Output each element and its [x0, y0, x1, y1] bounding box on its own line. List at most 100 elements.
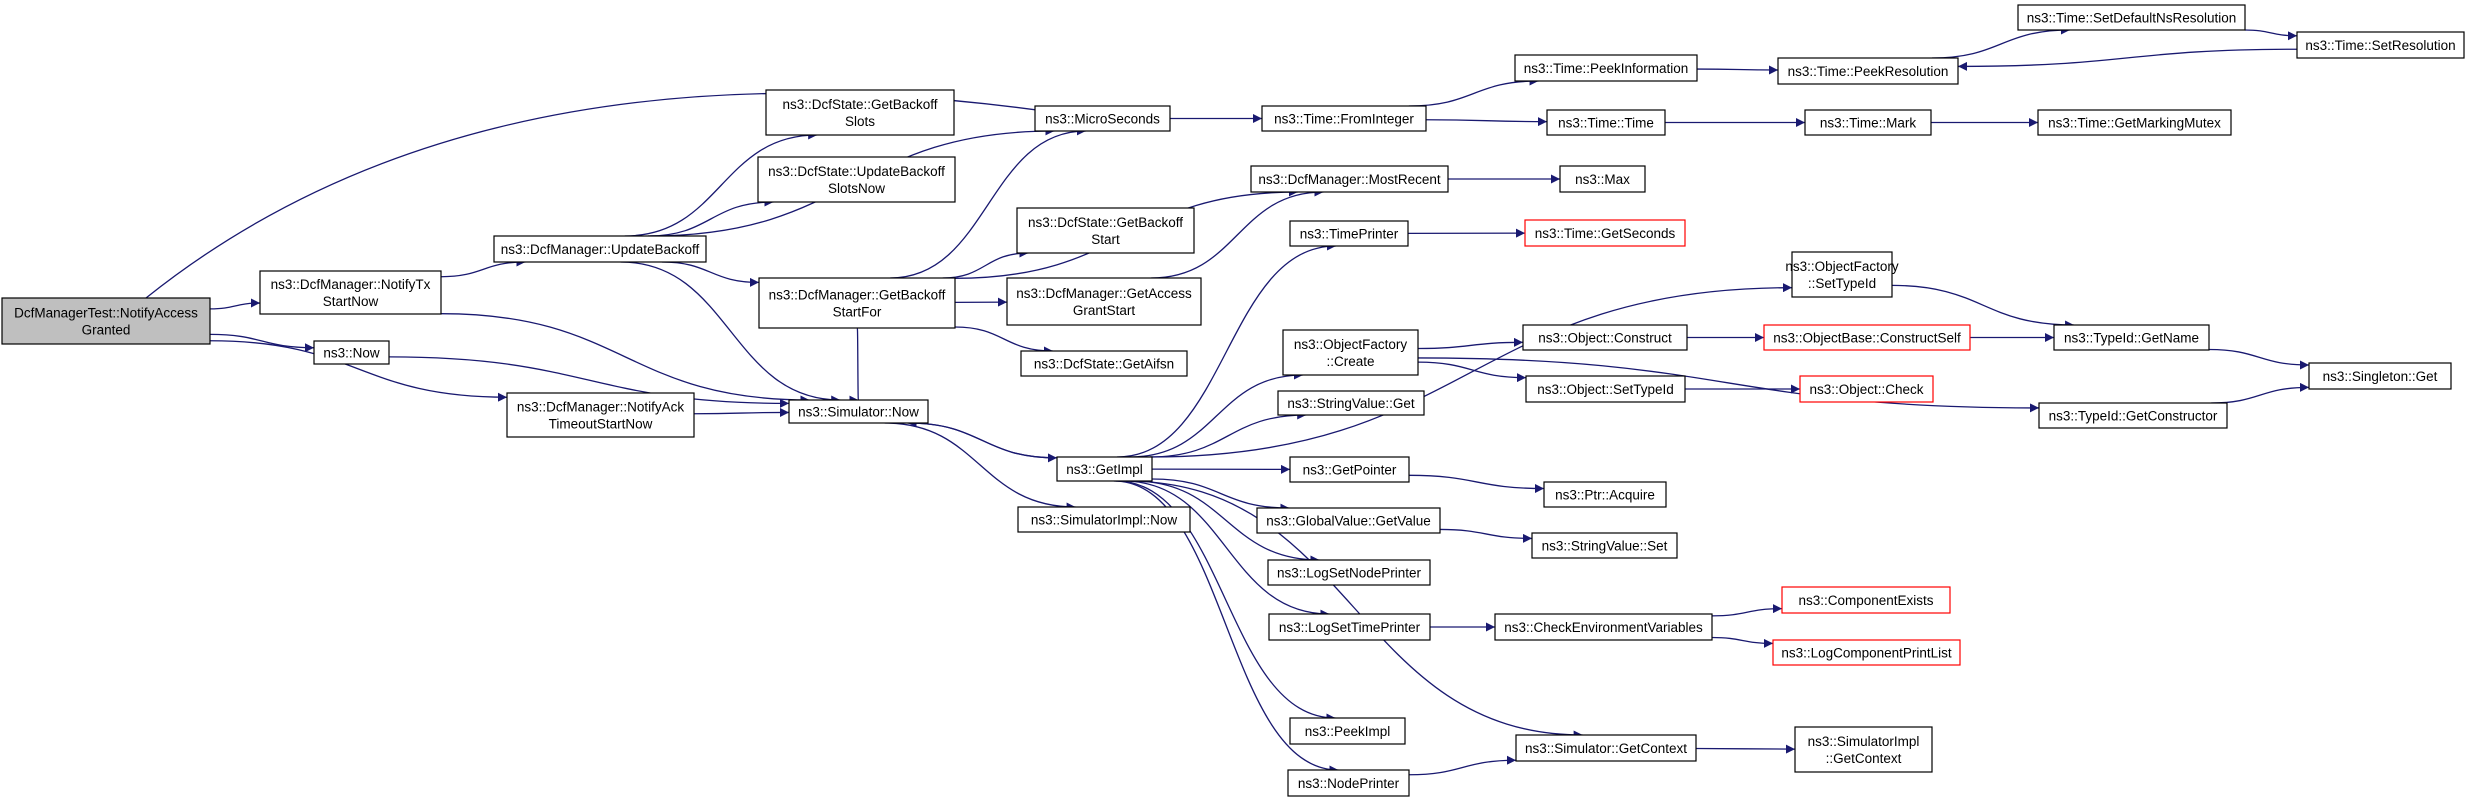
- node-setDefaultNsResolution[interactable]: ns3::Time::SetDefaultNsResolution: [2017, 4, 2246, 31]
- node-box[interactable]: [1804, 109, 1932, 136]
- node-box[interactable]: [1268, 613, 1431, 641]
- node-simImplGetContext[interactable]: ns3::SimulatorImpl::GetContext: [1794, 726, 1933, 773]
- node-box[interactable]: [1, 297, 211, 345]
- node-box[interactable]: [2053, 324, 2210, 351]
- node-ofSetTypeId[interactable]: ns3::ObjectFactory::SetTypeId: [1785, 251, 1899, 298]
- node-box[interactable]: [2017, 4, 2246, 31]
- node-box[interactable]: [1016, 207, 1195, 254]
- node-box[interactable]: [493, 235, 707, 263]
- node-simImplNow[interactable]: ns3::SimulatorImpl::Now: [1017, 506, 1191, 533]
- node-logSetTimePrinter[interactable]: ns3::LogSetTimePrinter: [1268, 613, 1431, 641]
- node-box[interactable]: [1525, 375, 1686, 403]
- node-box[interactable]: [2037, 109, 2232, 136]
- node-box[interactable]: [1799, 375, 1934, 403]
- node-box[interactable]: [765, 89, 955, 136]
- node-box[interactable]: [1267, 559, 1431, 586]
- node-stringValueSet[interactable]: ns3::StringValue::Set: [1531, 532, 1678, 559]
- node-timeMark[interactable]: ns3::Time::Mark: [1804, 109, 1932, 136]
- node-box[interactable]: [2296, 31, 2465, 59]
- node-box[interactable]: [1289, 717, 1406, 745]
- node-box[interactable]: [1794, 726, 1933, 773]
- node-fromInteger[interactable]: ns3::Time::FromInteger: [1261, 105, 1427, 132]
- node-box[interactable]: [1006, 277, 1202, 326]
- node-box[interactable]: [2308, 362, 2452, 390]
- node-box[interactable]: [1559, 165, 1646, 193]
- node-box[interactable]: [1524, 219, 1686, 247]
- node-ofCreate[interactable]: ns3::ObjectFactory::Create: [1282, 329, 1419, 376]
- node-box[interactable]: [1494, 613, 1713, 641]
- node-max[interactable]: ns3::Max: [1559, 165, 1646, 193]
- node-microSeconds[interactable]: ns3::MicroSeconds: [1034, 105, 1171, 132]
- node-peekResolution[interactable]: ns3::Time::PeekResolution: [1777, 57, 1959, 85]
- node-box[interactable]: [313, 340, 390, 365]
- node-getAifsn[interactable]: ns3::DcfState::GetAifsn: [1020, 350, 1188, 377]
- node-box[interactable]: [1020, 350, 1188, 377]
- node-box[interactable]: [1034, 105, 1171, 132]
- node-box[interactable]: [1515, 734, 1697, 762]
- node-getPointer[interactable]: ns3::GetPointer: [1289, 456, 1410, 483]
- node-timeTime[interactable]: ns3::Time::Time: [1546, 109, 1666, 136]
- node-componentExists[interactable]: ns3::ComponentExists: [1781, 586, 1951, 614]
- node-box[interactable]: [1256, 507, 1441, 534]
- node-setResolution[interactable]: ns3::Time::SetResolution: [2296, 31, 2465, 59]
- node-box[interactable]: [1522, 324, 1688, 351]
- node-objectSetTypeId[interactable]: ns3::Object::SetTypeId: [1525, 375, 1686, 403]
- node-box[interactable]: [1791, 251, 1893, 298]
- node-objectCheck[interactable]: ns3::Object::Check: [1799, 375, 1934, 403]
- node-ptrAcquire[interactable]: ns3::Ptr::Acquire: [1543, 481, 1667, 508]
- node-now[interactable]: ns3::Now: [313, 340, 390, 365]
- node-logComponentPrintList[interactable]: ns3::LogComponentPrintList: [1772, 639, 1961, 666]
- node-box[interactable]: [1781, 586, 1951, 614]
- node-box[interactable]: [1277, 390, 1425, 416]
- node-singletonGet[interactable]: ns3::Singleton::Get: [2308, 362, 2452, 390]
- node-box[interactable]: [506, 392, 695, 438]
- node-box[interactable]: [1017, 506, 1191, 533]
- node-mostRecent[interactable]: ns3::DcfManager::MostRecent: [1250, 165, 1449, 193]
- node-typeIdGetConstructor[interactable]: ns3::TypeId::GetConstructor: [2038, 402, 2228, 429]
- node-getImpl[interactable]: ns3::GetImpl: [1056, 456, 1153, 482]
- node-box[interactable]: [1543, 481, 1667, 508]
- node-constructSelf[interactable]: ns3::ObjectBase::ConstructSelf: [1763, 324, 1971, 351]
- node-logSetNodePrinter[interactable]: ns3::LogSetNodePrinter: [1267, 559, 1431, 586]
- node-box[interactable]: [757, 156, 956, 203]
- node-notifyAck[interactable]: ns3::DcfManager::NotifyAckTimeoutStartNo…: [506, 392, 695, 438]
- node-box[interactable]: [1763, 324, 1971, 351]
- node-box[interactable]: [758, 277, 956, 329]
- node-box[interactable]: [788, 399, 929, 424]
- node-box[interactable]: [1282, 329, 1419, 376]
- node-box[interactable]: [2038, 402, 2228, 429]
- node-box[interactable]: [1514, 54, 1698, 82]
- node-globalValueGetValue[interactable]: ns3::GlobalValue::GetValue: [1256, 507, 1441, 534]
- node-objectConstruct[interactable]: ns3::Object::Construct: [1522, 324, 1688, 351]
- node-box[interactable]: [1287, 769, 1410, 797]
- node-box[interactable]: [1546, 109, 1666, 136]
- node-getMarkingMutex[interactable]: ns3::Time::GetMarkingMutex: [2037, 109, 2232, 136]
- node-box[interactable]: [1289, 220, 1409, 247]
- node-box[interactable]: [1777, 57, 1959, 85]
- node-timePrinter[interactable]: ns3::TimePrinter: [1289, 220, 1409, 247]
- node-box[interactable]: [1531, 532, 1678, 559]
- node-box[interactable]: [1289, 456, 1410, 483]
- node-peekImpl[interactable]: ns3::PeekImpl: [1289, 717, 1406, 745]
- node-box[interactable]: [1261, 105, 1427, 132]
- node-peekInformation[interactable]: ns3::Time::PeekInformation: [1514, 54, 1698, 82]
- node-updateBackoff[interactable]: ns3::DcfManager::UpdateBackoff: [493, 235, 707, 263]
- node-box[interactable]: [1056, 456, 1153, 482]
- node-box[interactable]: [259, 270, 442, 315]
- node-checkEnv[interactable]: ns3::CheckEnvironmentVariables: [1494, 613, 1713, 641]
- node-box[interactable]: [1250, 165, 1449, 193]
- node-nodePrinter[interactable]: ns3::NodePrinter: [1287, 769, 1410, 797]
- node-stringValueGet[interactable]: ns3::StringValue::Get: [1277, 390, 1425, 416]
- node-typeIdGetName[interactable]: ns3::TypeId::GetName: [2053, 324, 2210, 351]
- node-getSeconds[interactable]: ns3::Time::GetSeconds: [1524, 219, 1686, 247]
- node-simNow[interactable]: ns3::Simulator::Now: [788, 399, 929, 424]
- node-box[interactable]: [1772, 639, 1961, 666]
- node-simGetContext[interactable]: ns3::Simulator::GetContext: [1515, 734, 1697, 762]
